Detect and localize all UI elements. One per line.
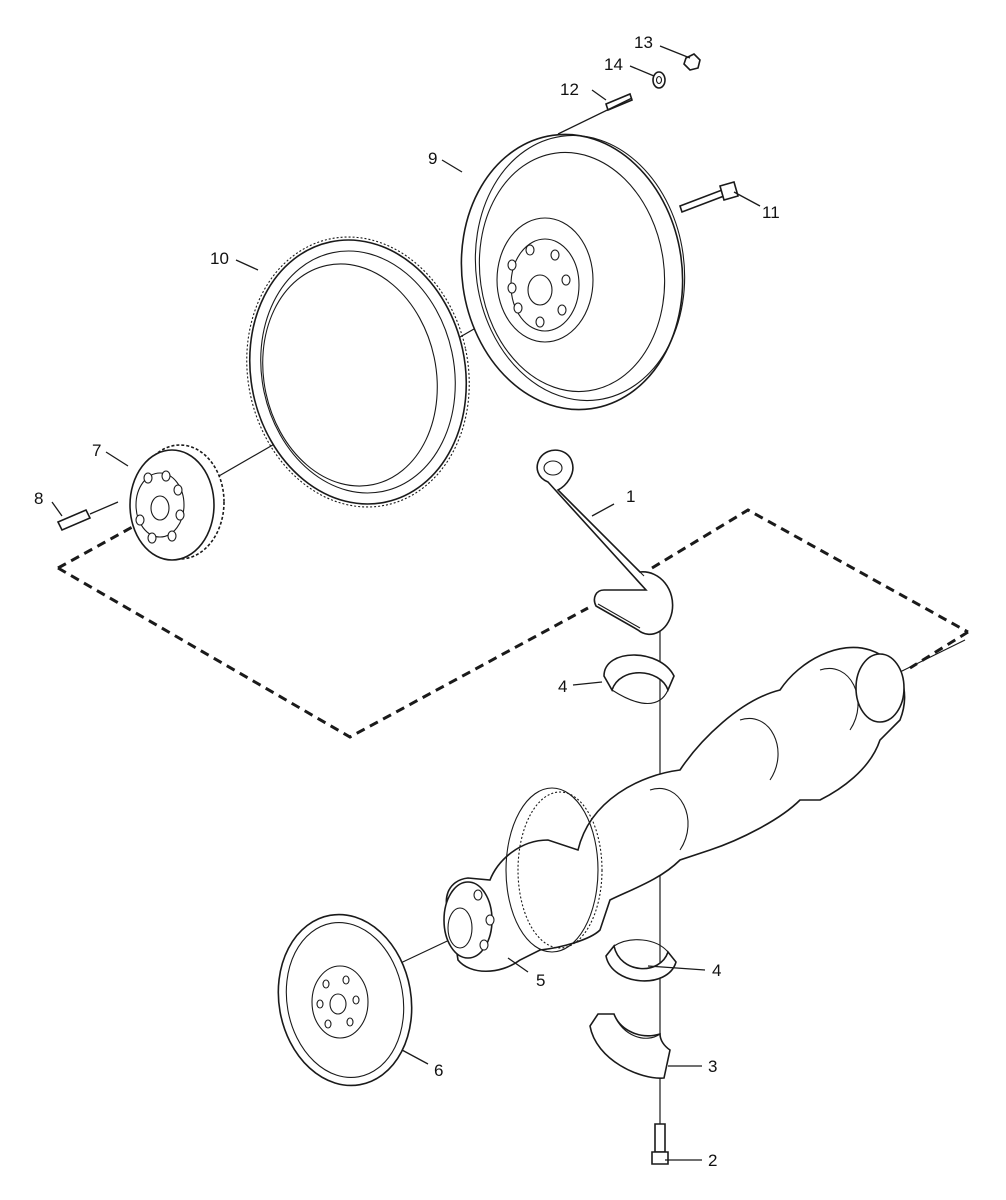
- dowel-pin: [56, 501, 119, 532]
- leader-lines: [51, 45, 761, 1161]
- bearing-shell-upper: [603, 654, 675, 704]
- crankshaft: [443, 646, 906, 972]
- nut: [683, 53, 701, 71]
- callout-11: 11: [762, 203, 780, 222]
- callout-1: 1: [626, 487, 635, 506]
- stud: [605, 92, 633, 112]
- flywheel-bolt: [678, 181, 739, 214]
- washer: [652, 71, 666, 89]
- ring-gear: [246, 236, 470, 508]
- axis-line-crank-rear: [899, 639, 966, 673]
- callout-8: 8: [34, 489, 43, 508]
- callout-4-lower: 4: [712, 961, 721, 980]
- callout-7: 7: [92, 441, 101, 460]
- assembly-boundary-dashed: [57, 508, 969, 739]
- callout-12: 12: [560, 80, 579, 99]
- vibration-damper: [277, 913, 413, 1087]
- callout-3: 3: [708, 1057, 717, 1076]
- bearing-shell-lower: [605, 939, 677, 982]
- callout-5: 5: [536, 971, 545, 990]
- callout-6: 6: [434, 1061, 443, 1080]
- callout-9: 9: [428, 149, 437, 168]
- flywheel: [460, 133, 686, 411]
- callout-13: 13: [634, 33, 653, 52]
- connecting-rod-cap: [589, 1013, 671, 1079]
- connecting-rod: [536, 449, 674, 636]
- callout-4-upper: 4: [558, 677, 567, 696]
- connecting-rod-bolt: [651, 1123, 669, 1165]
- callout-10: 10: [210, 249, 229, 268]
- callout-14: 14: [604, 55, 623, 74]
- callout-2: 2: [708, 1151, 717, 1170]
- crankshaft-gear: [129, 444, 225, 561]
